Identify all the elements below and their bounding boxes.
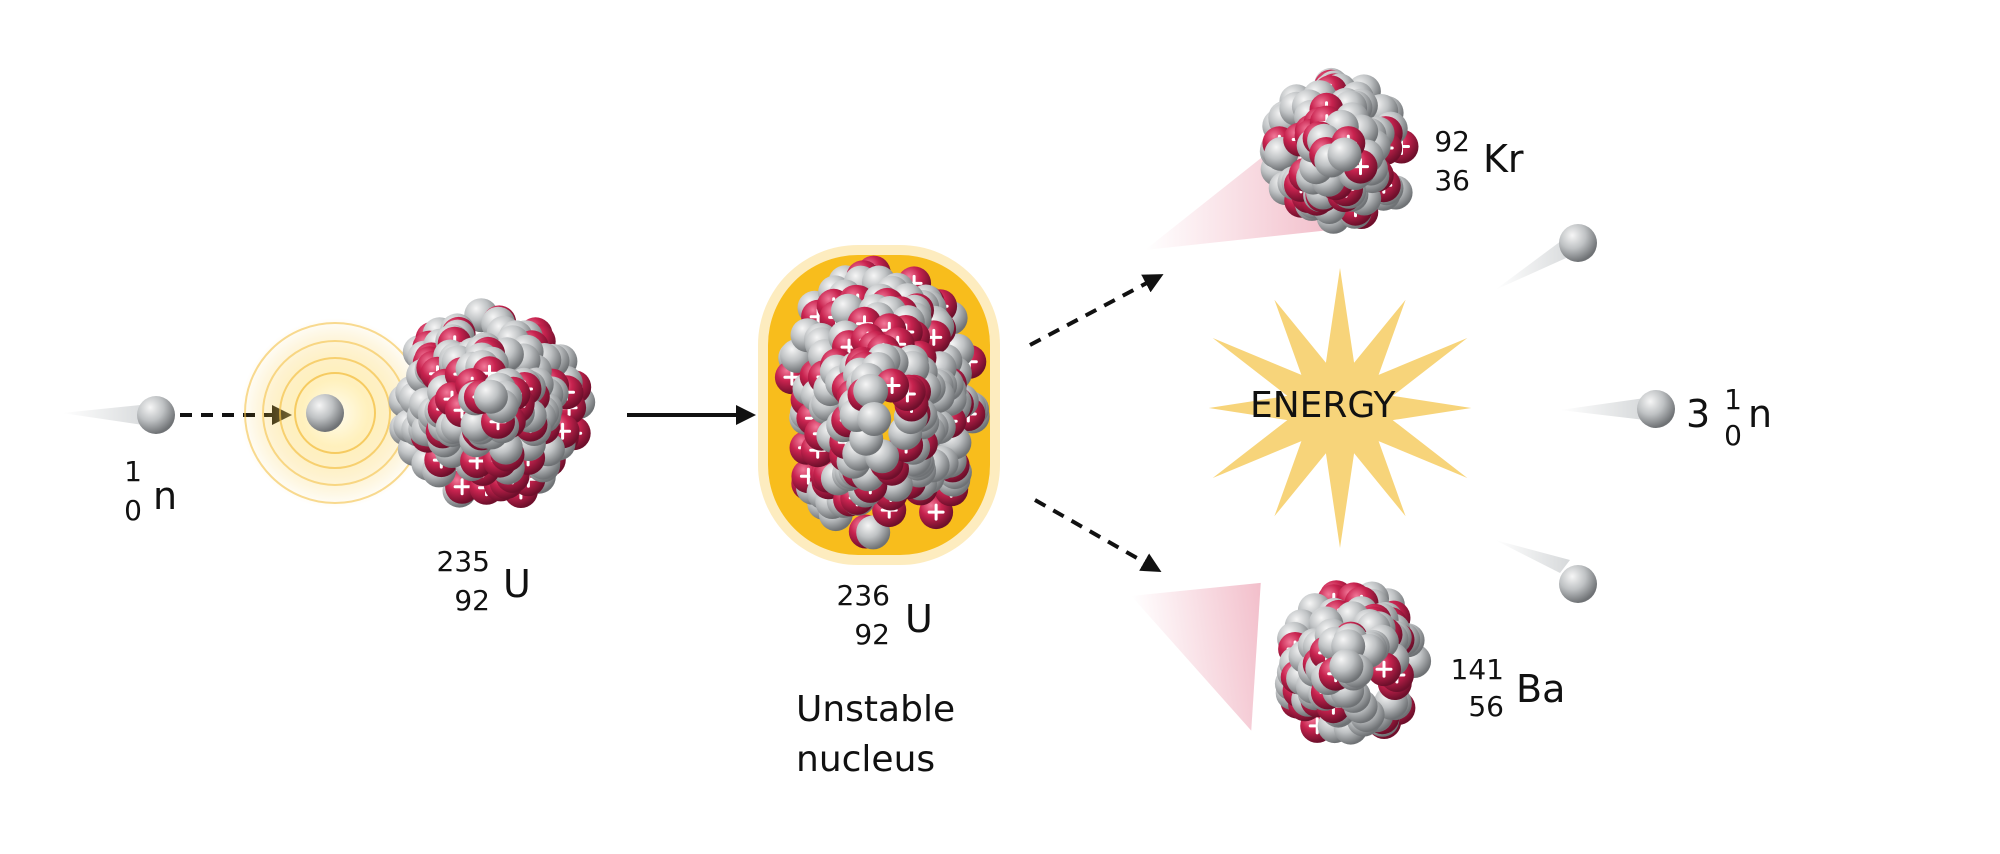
caption-line-1: Unstable [796, 689, 956, 730]
nucleus-icon [1274, 578, 1432, 745]
atomic-number: 56 [1468, 690, 1504, 723]
mass-number: 141 [1450, 653, 1504, 686]
mass-number: 235 [436, 545, 490, 578]
mass-number: 236 [836, 579, 890, 612]
energy-burst-icon [1208, 268, 1472, 548]
neutron-icon [1559, 565, 1597, 603]
element-symbol: Ba [1516, 667, 1566, 711]
atomic-number: 36 [1434, 164, 1470, 197]
nucleon [857, 402, 892, 436]
neutron-icon [306, 394, 344, 432]
outgoing-neutrons [1495, 224, 1675, 603]
dashed-arrow-3 [1034, 498, 1162, 572]
ba-trail [1131, 582, 1261, 731]
neutron-icon [1637, 390, 1675, 428]
element-symbol: U [905, 597, 933, 641]
neutron-icon [1559, 224, 1597, 262]
mass-number: 1 [124, 455, 142, 488]
element-symbol: n [1748, 392, 1773, 436]
element-symbol: U [503, 562, 531, 606]
unstable-caption: Unstable nucleus [796, 685, 955, 785]
atomic-number: 0 [124, 494, 142, 527]
caption-line-2: nucleus [796, 739, 936, 780]
nucleon [1327, 137, 1362, 172]
incoming-neutron [62, 396, 175, 434]
atomic-number: 92 [454, 584, 490, 617]
energy-label: ENERGY [1250, 385, 1396, 426]
nucleus-icon [388, 298, 596, 510]
atomic-number: 92 [854, 618, 890, 651]
nucleon [1329, 649, 1364, 684]
neutron-icon [137, 396, 175, 434]
neutron-coefficient: 3 [1686, 392, 1711, 436]
element-symbol: n [153, 474, 178, 518]
element-symbol: Kr [1483, 137, 1524, 181]
neutron-trail [62, 404, 150, 426]
nucleon [473, 379, 508, 414]
atomic-number: 0 [1724, 419, 1742, 452]
mass-number: 1 [1724, 383, 1742, 416]
mass-number: 92 [1434, 125, 1470, 158]
dashed-arrow-2 [1029, 274, 1164, 347]
